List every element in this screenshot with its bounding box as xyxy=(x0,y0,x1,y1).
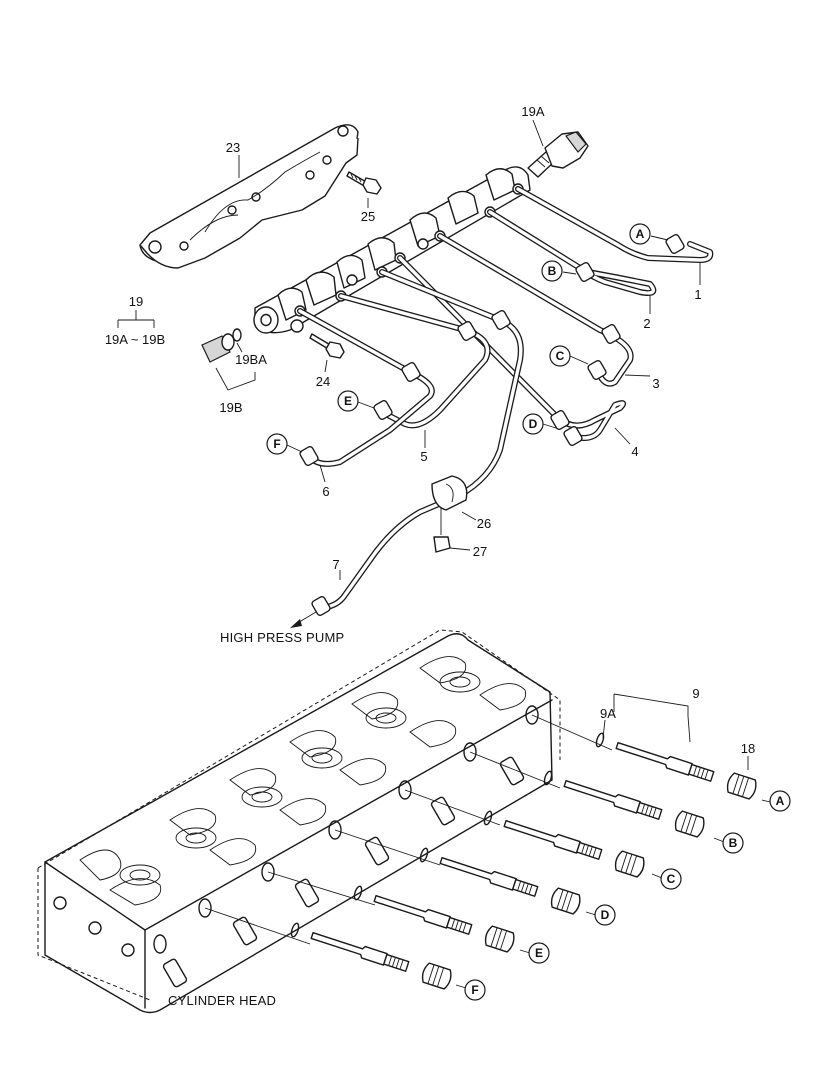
svg-text:A: A xyxy=(776,794,785,808)
callout-numbers: 19A 23 25 1 2 3 4 5 6 7 26 27 24 19 19A … xyxy=(105,104,755,756)
letter-F-injector: F xyxy=(464,979,486,1001)
callout-19A-top: 19A xyxy=(521,104,544,119)
letter-A-injector: A xyxy=(769,790,791,812)
callout-7: 7 xyxy=(332,557,339,572)
callout-19BA: 19BA xyxy=(235,352,267,367)
letter-B-pipe: B xyxy=(541,260,563,282)
caption-cylinder-head: CYLINDER HEAD xyxy=(168,993,276,1008)
letter-E-injector: E xyxy=(528,942,550,964)
letter-B-injector: B xyxy=(722,832,744,854)
common-fuel-rail xyxy=(253,166,531,334)
letter-D-pipe: D xyxy=(522,413,544,435)
callout-24: 24 xyxy=(316,374,330,389)
cylinder-head xyxy=(37,629,561,1014)
svg-text:D: D xyxy=(601,908,610,922)
circled-letters: A B C D E F A B C D E F xyxy=(266,223,791,1001)
callout-19: 19 xyxy=(129,294,143,309)
svg-text:D: D xyxy=(529,417,538,431)
svg-text:C: C xyxy=(556,349,565,363)
injection-pipes xyxy=(297,186,714,617)
callout-3: 3 xyxy=(652,376,659,391)
letter-A-pipe: A xyxy=(629,223,651,245)
bolt-25 xyxy=(346,171,382,195)
callout-25: 25 xyxy=(361,209,375,224)
callout-26: 26 xyxy=(477,516,491,531)
injectors xyxy=(290,732,757,990)
callout-6: 6 xyxy=(322,484,329,499)
rail-pressure-sensor-19A xyxy=(527,131,589,178)
svg-text:A: A xyxy=(636,227,645,241)
svg-text:B: B xyxy=(729,836,738,850)
callout-18: 18 xyxy=(741,741,755,756)
letter-E-pipe: E xyxy=(337,390,359,412)
bolt-24 xyxy=(309,333,345,359)
svg-text:E: E xyxy=(344,394,352,408)
callout-9A: 9A xyxy=(600,706,616,721)
svg-text:F: F xyxy=(273,437,280,451)
callout-4: 4 xyxy=(631,444,638,459)
letter-C-pipe: C xyxy=(549,345,571,367)
letter-D-injector: D xyxy=(594,904,616,926)
svg-text:B: B xyxy=(548,264,557,278)
callout-23: 23 xyxy=(226,140,240,155)
caption-high-press-pump: HIGH PRESS PUMP xyxy=(220,630,344,645)
callout-leaders xyxy=(117,119,771,989)
callout-2: 2 xyxy=(643,316,650,331)
letter-C-injector: C xyxy=(660,868,682,890)
rail-bracket-23 xyxy=(139,124,359,269)
callout-27: 27 xyxy=(473,544,487,559)
callout-1: 1 xyxy=(694,287,701,302)
letter-F-pipe: F xyxy=(266,433,288,455)
callout-5: 5 xyxy=(420,449,427,464)
plug-19B xyxy=(201,328,242,363)
callout-9: 9 xyxy=(692,686,699,701)
callout-19B: 19B xyxy=(219,400,242,415)
svg-text:F: F xyxy=(471,983,478,997)
pipe-clamp-26 xyxy=(431,475,468,553)
svg-text:C: C xyxy=(667,872,676,886)
svg-text:E: E xyxy=(535,946,543,960)
callout-19-range: 19A ~ 19B xyxy=(105,332,165,347)
